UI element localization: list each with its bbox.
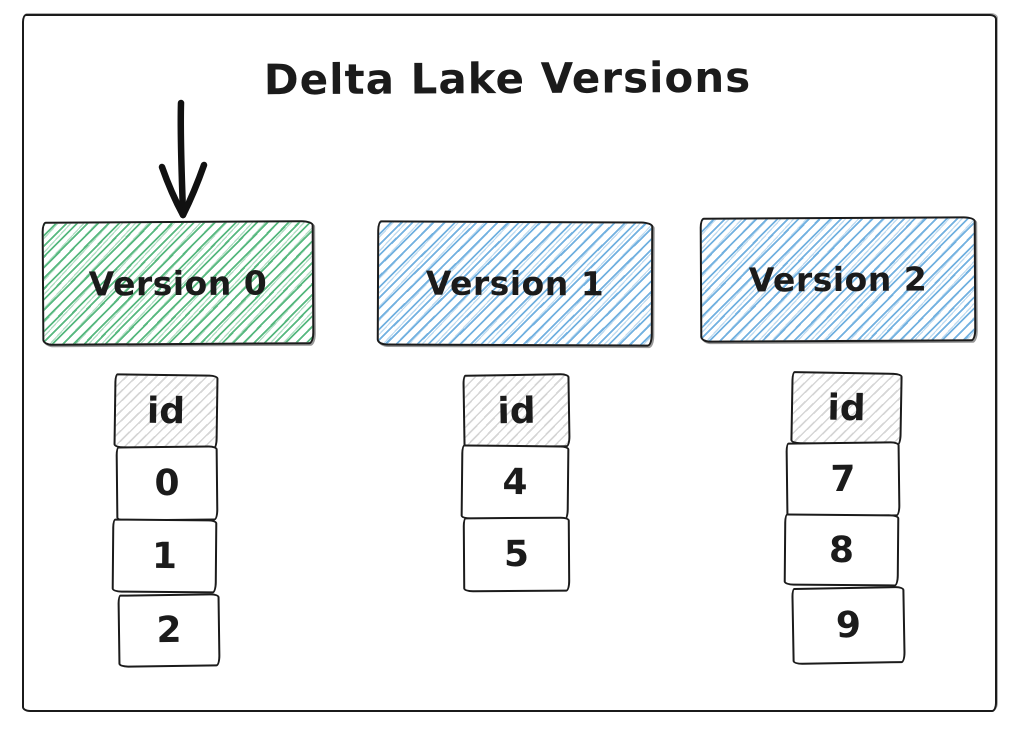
version-label: Version 0 [88, 262, 268, 304]
table-cell: 7 [785, 441, 901, 518]
table-cell: 4 [460, 444, 570, 521]
column-header-cell: id [790, 371, 903, 446]
table-cell: 8 [783, 513, 900, 587]
version-box-0: Version 0 [41, 220, 315, 346]
table-cell: 9 [791, 586, 906, 665]
version-box-1: Version 1 [376, 220, 654, 347]
column-header-cell: id [113, 373, 219, 450]
column-header-cell: id [462, 373, 571, 449]
version-box-2: Version 2 [699, 216, 977, 343]
version-label: Version 2 [748, 259, 928, 300]
table-cell: 2 [117, 593, 221, 668]
version-label: Version 1 [425, 263, 605, 304]
table-cell: 5 [462, 516, 571, 593]
table-cell: 1 [111, 518, 218, 594]
table-cell: 0 [115, 445, 219, 522]
outer-frame [22, 14, 997, 712]
down-arrow-icon [158, 99, 208, 219]
